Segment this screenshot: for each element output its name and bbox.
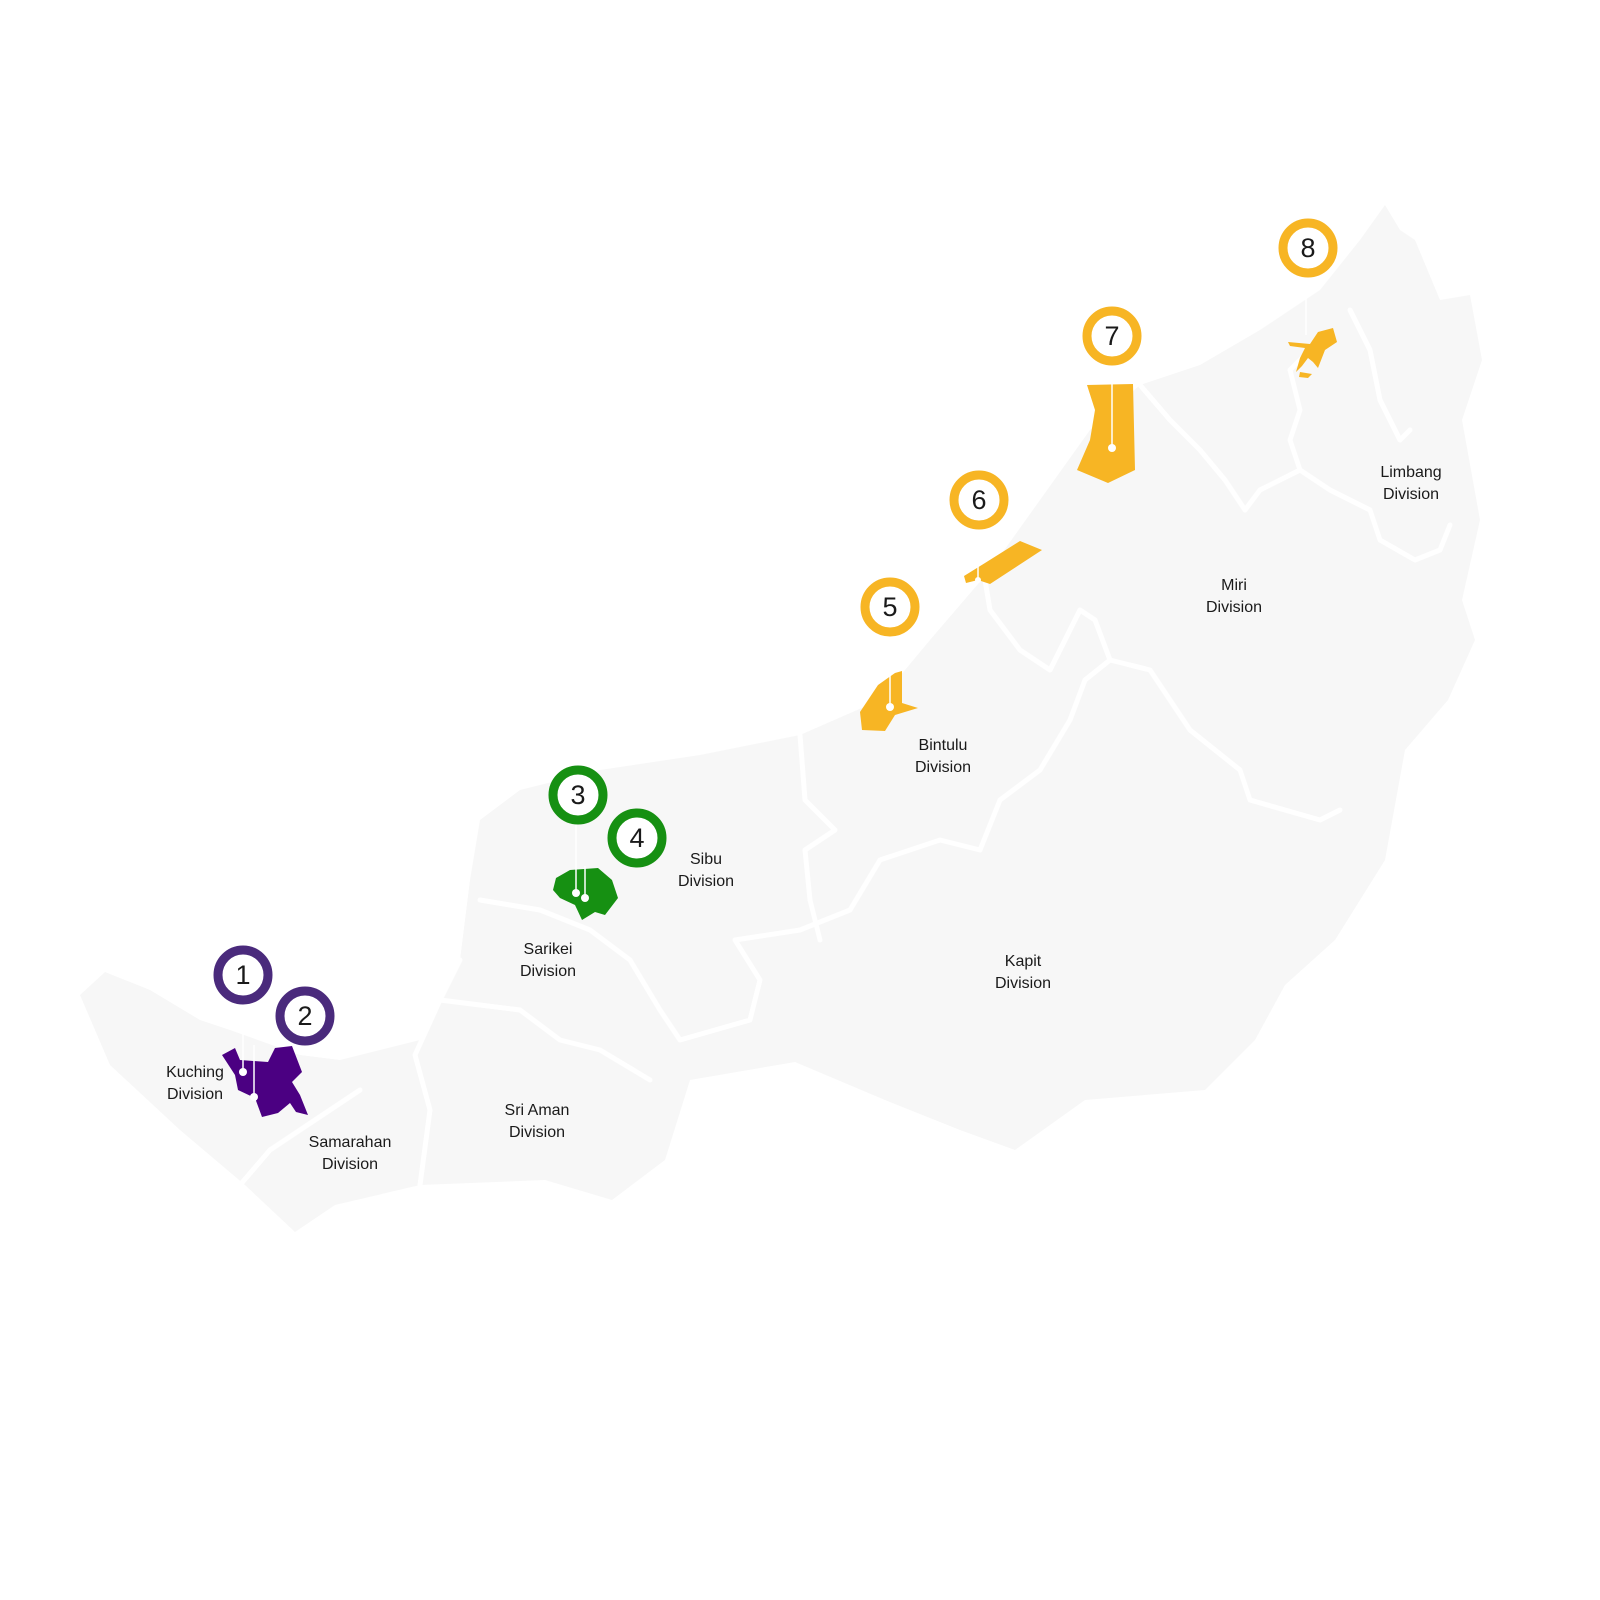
division-borders bbox=[237, 307, 1453, 1188]
marker-7[interactable]: 7 bbox=[1082, 306, 1142, 366]
marker-dots bbox=[239, 444, 1116, 1101]
marker-3[interactable]: 3 bbox=[548, 765, 608, 825]
marker-4[interactable]: 4 bbox=[607, 808, 667, 868]
marker-number: 2 bbox=[297, 1001, 312, 1031]
marker-number: 1 bbox=[235, 960, 250, 990]
marker-number: 5 bbox=[882, 592, 897, 622]
marker-number: 4 bbox=[629, 823, 644, 853]
miri-area bbox=[1077, 384, 1135, 483]
marker-number: 8 bbox=[1300, 233, 1315, 263]
markers: 1 2 3 4 5 6 7 8 bbox=[213, 218, 1338, 1046]
marker-8[interactable]: 8 bbox=[1278, 218, 1338, 278]
marker-6[interactable]: 6 bbox=[949, 470, 1009, 530]
marker-number: 3 bbox=[570, 780, 585, 810]
marker-leaders bbox=[242, 276, 1307, 1097]
bintulu-area bbox=[860, 671, 918, 731]
marker-2[interactable]: 2 bbox=[275, 986, 335, 1046]
marker-number: 7 bbox=[1104, 321, 1119, 351]
similajau-area bbox=[964, 541, 1042, 584]
marker-number: 6 bbox=[971, 485, 986, 515]
marker-5[interactable]: 5 bbox=[860, 577, 920, 637]
marker-1[interactable]: 1 bbox=[213, 945, 273, 1005]
limbang-area bbox=[1288, 328, 1337, 378]
